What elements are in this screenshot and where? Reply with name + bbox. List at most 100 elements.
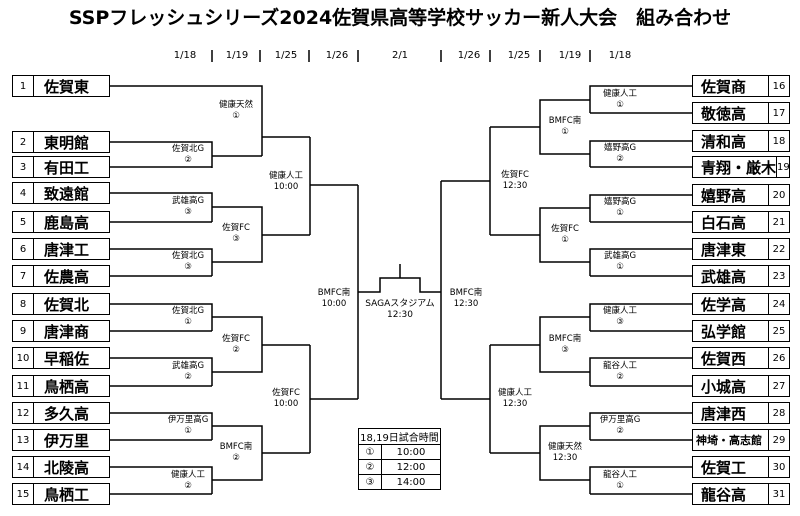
team-number: 21 — [768, 212, 789, 232]
page-title: SSPフレッシュシリーズ2024佐賀県高等学校サッカー新人大会 組み合わせ — [68, 7, 732, 29]
team-name: 伊万里 — [44, 431, 90, 450]
team-name: 嬉野高 — [701, 186, 747, 205]
schedule-time: 14:00 — [381, 474, 441, 490]
team-number: 27 — [768, 376, 789, 396]
date-left-r3: 1/25 — [274, 50, 298, 61]
team-row-18: 清和高 18 — [692, 130, 790, 152]
team-name: 白石高 — [701, 213, 747, 232]
team-name: 佐賀西 — [701, 349, 747, 368]
team-name: 東明館 — [44, 133, 90, 152]
schedule-slot: ② — [358, 459, 382, 475]
team-row-15: 15 鳥栖工 — [12, 483, 110, 505]
team-name: 佐賀東 — [44, 77, 90, 96]
schedule-header: 18,19日試合時間 — [358, 428, 441, 445]
team-number: 5 — [13, 212, 34, 232]
team-name: 鳥栖工 — [44, 485, 90, 504]
team-number: 22 — [768, 239, 789, 259]
team-name: 佐賀工 — [701, 458, 747, 477]
team-name: 佐学高 — [701, 295, 747, 314]
team-number: 20 — [768, 185, 789, 205]
team-name: 敬徳高 — [701, 104, 747, 123]
team-row-9: 9 唐津商 — [12, 320, 110, 342]
team-number: 12 — [13, 403, 34, 423]
team-name: 佐賀北 — [44, 295, 90, 314]
team-number: 18 — [768, 131, 789, 151]
team-row-21: 白石高 21 — [692, 211, 790, 233]
team-name: 北陵高 — [44, 458, 90, 477]
team-name: 清和高 — [701, 132, 747, 151]
date-left-r1: 1/18 — [173, 50, 197, 61]
team-name: 鳥栖高 — [44, 377, 90, 396]
team-number: 7 — [13, 266, 34, 286]
team-number: 16 — [768, 76, 789, 96]
team-name: 唐津工 — [44, 240, 90, 259]
team-row-30: 佐賀工 30 — [692, 456, 790, 478]
team-number: 1 — [13, 76, 34, 96]
schedule-time: 10:00 — [381, 444, 441, 460]
team-row-24: 佐学高 24 — [692, 293, 790, 315]
team-name: 青翔・厳木 — [701, 158, 777, 177]
date-right-r4: 1/26 — [457, 50, 481, 61]
team-number: 30 — [768, 457, 789, 477]
team-number: 15 — [13, 484, 34, 504]
date-right-r3: 1/25 — [507, 50, 531, 61]
date-right-r2: 1/19 — [558, 50, 582, 61]
date-left-r4: 1/26 — [325, 50, 349, 61]
schedule-slot: ① — [358, 444, 382, 460]
team-number: 19 — [776, 157, 790, 177]
team-row-11: 11 鳥栖高 — [12, 375, 110, 397]
team-number: 24 — [768, 294, 789, 314]
team-number: 17 — [768, 103, 789, 123]
team-number: 31 — [768, 484, 789, 504]
team-name: 唐津商 — [44, 322, 90, 341]
team-number: 28 — [768, 403, 789, 423]
date-final: 2/1 — [391, 50, 409, 61]
team-name: 早稲佐 — [44, 349, 90, 368]
team-number: 3 — [13, 157, 34, 177]
team-number: 9 — [13, 321, 34, 341]
team-row-17: 敬徳高 17 — [692, 102, 790, 124]
team-number: 11 — [13, 376, 34, 396]
